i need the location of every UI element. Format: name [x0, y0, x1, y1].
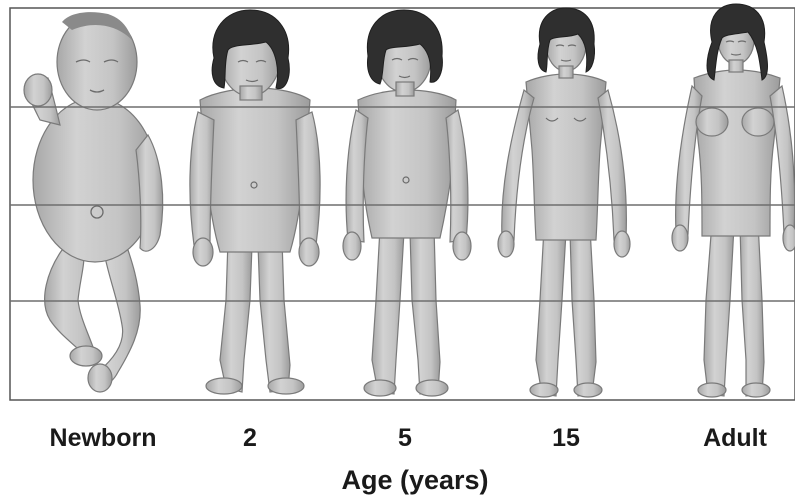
stage-label-5: 5	[398, 424, 412, 453]
axis-title: Age (years)	[341, 465, 488, 496]
stage-label-2: 2	[243, 424, 257, 453]
stage-label-newborn: Newborn	[50, 424, 157, 453]
stage-label-adult: Adult	[703, 424, 767, 453]
stage-label-15: 15	[552, 424, 580, 453]
